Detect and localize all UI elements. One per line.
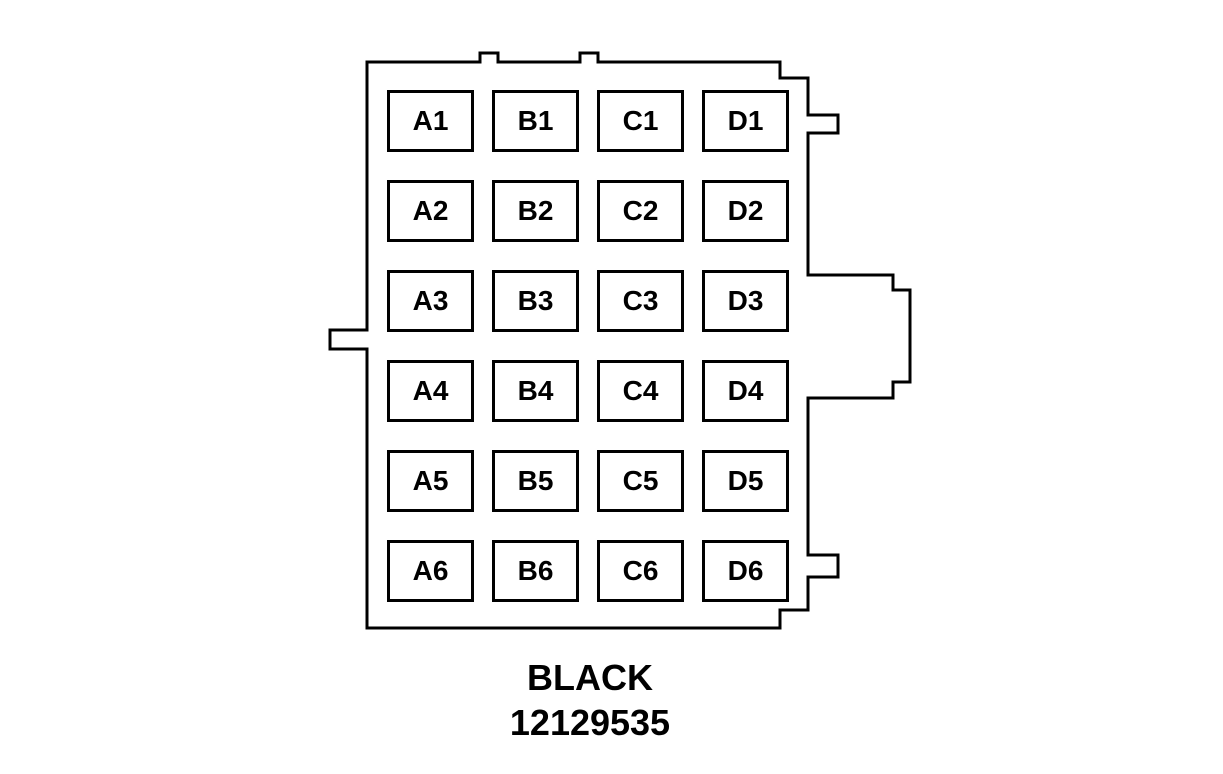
pin-cell-a6: A6 xyxy=(387,540,474,602)
pin-cell-b3: B3 xyxy=(492,270,579,332)
pin-cell-d2: D2 xyxy=(702,180,789,242)
pin-cell-a3: A3 xyxy=(387,270,474,332)
pin-cell-b6: B6 xyxy=(492,540,579,602)
pin-cell-d3: D3 xyxy=(702,270,789,332)
caption: BLACK 12129535 xyxy=(440,655,740,745)
connector-part-number: 12129535 xyxy=(509,702,671,743)
pin-cell-d6: D6 xyxy=(702,540,789,602)
pin-cell-b2: B2 xyxy=(492,180,579,242)
pin-cell-a5: A5 xyxy=(387,450,474,512)
pin-cell-c6: C6 xyxy=(597,540,684,602)
pin-cell-a1: A1 xyxy=(387,90,474,152)
pin-cell-c5: C5 xyxy=(597,450,684,512)
pin-cell-b4: B4 xyxy=(492,360,579,422)
pin-cell-c2: C2 xyxy=(597,180,684,242)
pin-cell-d4: D4 xyxy=(702,360,789,422)
pin-cell-c1: C1 xyxy=(597,90,684,152)
pin-cell-a4: A4 xyxy=(387,360,474,422)
pin-cell-d5: D5 xyxy=(702,450,789,512)
pin-cell-b5: B5 xyxy=(492,450,579,512)
pin-cell-d1: D1 xyxy=(702,90,789,152)
pin-cell-a2: A2 xyxy=(387,180,474,242)
pin-cell-b1: B1 xyxy=(492,90,579,152)
connector-housing-path xyxy=(328,51,912,630)
pin-cell-c3: C3 xyxy=(597,270,684,332)
pin-cell-c4: C4 xyxy=(597,360,684,422)
connector-color-label: BLACK xyxy=(527,657,653,698)
